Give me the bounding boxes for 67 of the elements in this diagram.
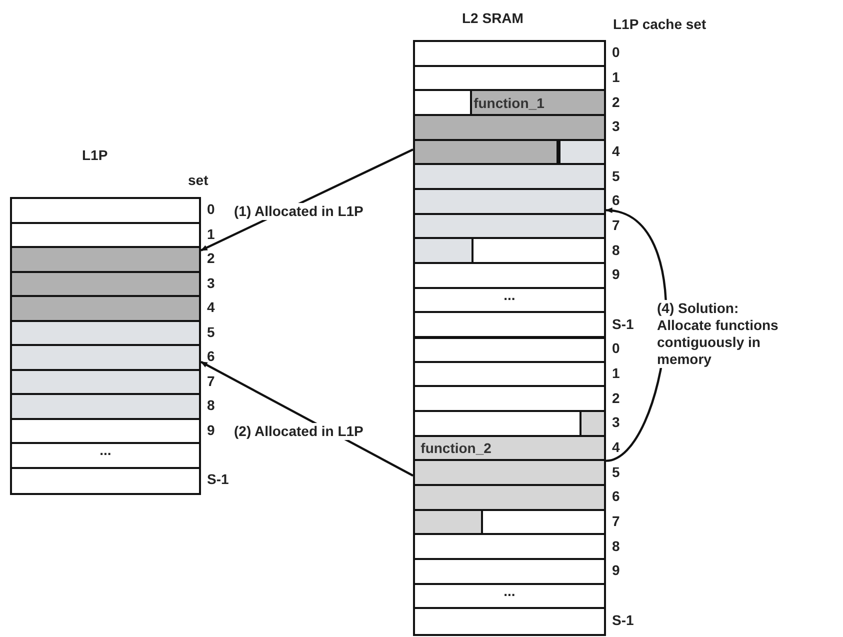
set-number: 3 bbox=[612, 118, 620, 134]
row-text: ... bbox=[502, 288, 516, 305]
set-number: 4 bbox=[207, 299, 215, 316]
memory-row bbox=[415, 188, 604, 213]
set-number: 9 bbox=[207, 422, 215, 438]
memory-row bbox=[415, 434, 604, 460]
set-number: 6 bbox=[207, 348, 215, 364]
memory-row bbox=[12, 295, 199, 320]
set-number: 0 bbox=[207, 201, 215, 218]
set-number: 5 bbox=[612, 464, 620, 480]
set-number: 6 bbox=[612, 488, 620, 504]
set-number: 1 bbox=[612, 365, 620, 381]
set-number: 2 bbox=[612, 390, 620, 406]
memory-row bbox=[415, 138, 604, 164]
memory-row bbox=[415, 286, 604, 312]
memory-row bbox=[415, 508, 604, 534]
set-number: 2 bbox=[207, 250, 215, 266]
memory-row bbox=[12, 320, 199, 344]
set-number: S-1 bbox=[207, 470, 229, 487]
set-number: S-1 bbox=[612, 612, 634, 628]
set-number: 9 bbox=[612, 562, 620, 578]
memory-row bbox=[415, 459, 604, 484]
set-number: 7 bbox=[612, 217, 620, 233]
axis-heading: L1P cache set bbox=[613, 16, 706, 32]
memory-row bbox=[415, 484, 604, 509]
memory-row bbox=[12, 270, 199, 295]
edge-label: (1) Allocated in L1P bbox=[232, 203, 366, 220]
row-text: ... bbox=[502, 584, 516, 601]
set-number: 3 bbox=[612, 414, 620, 430]
memory-row bbox=[415, 89, 604, 114]
set-number: 4 bbox=[612, 439, 620, 455]
memory-row bbox=[12, 393, 199, 418]
row-text: function_1 bbox=[474, 94, 544, 113]
memory-row bbox=[415, 237, 604, 262]
memory-row bbox=[415, 163, 604, 188]
set-number: 0 bbox=[612, 44, 620, 60]
column-heading: L1P bbox=[82, 147, 108, 163]
memory-row bbox=[12, 344, 199, 368]
set-number: S-1 bbox=[612, 316, 634, 332]
memory-row bbox=[12, 246, 199, 270]
set-number: 6 bbox=[612, 192, 620, 208]
set-number: 1 bbox=[207, 226, 215, 242]
set-number: 5 bbox=[612, 168, 620, 184]
set-number: 9 bbox=[612, 266, 620, 282]
set-number: 3 bbox=[207, 274, 215, 291]
axis-heading: set bbox=[188, 172, 208, 188]
edge-label: (2) Allocated in L1P bbox=[232, 423, 366, 440]
set-number: 8 bbox=[612, 538, 620, 554]
memory-row bbox=[415, 410, 604, 435]
set-number: 8 bbox=[207, 397, 215, 414]
column-heading: L2 SRAM bbox=[462, 10, 524, 26]
memory-row bbox=[415, 64, 604, 90]
set-number: 7 bbox=[207, 372, 215, 389]
memory-row bbox=[12, 368, 199, 393]
set-number: 4 bbox=[612, 143, 620, 159]
row-text: ... bbox=[98, 444, 112, 460]
memory-row bbox=[415, 114, 604, 139]
memory-row bbox=[415, 582, 604, 608]
memory-row bbox=[415, 360, 604, 386]
set-number: 8 bbox=[612, 242, 620, 258]
set-number: 1 bbox=[612, 69, 620, 85]
set-number: 0 bbox=[612, 340, 620, 356]
set-number: 2 bbox=[612, 94, 620, 110]
row-text: function_2 bbox=[420, 438, 492, 458]
memory-row bbox=[415, 212, 604, 238]
set-number: 5 bbox=[207, 324, 215, 340]
set-number: 7 bbox=[612, 513, 620, 529]
